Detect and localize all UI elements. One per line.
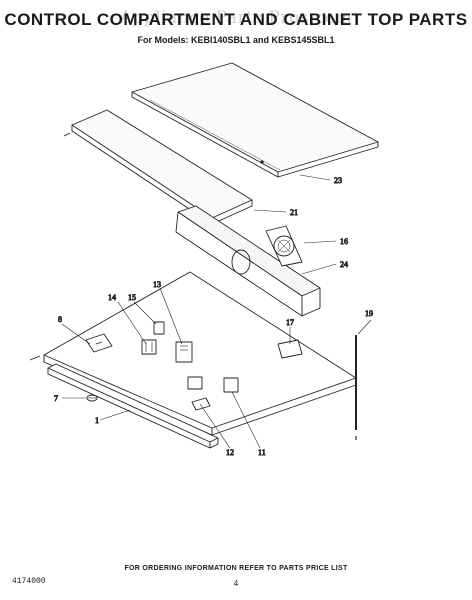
- ordering-note: FOR ORDERING INFORMATION REFER TO PARTS …: [124, 565, 348, 572]
- relay-15: [153, 321, 165, 335]
- rear-baffle-panel: [175, 205, 321, 317]
- transformer-13: [175, 341, 193, 363]
- callout-12: 12: [226, 448, 234, 457]
- callout-16: 16: [340, 237, 348, 246]
- callout-1: 1: [95, 416, 99, 425]
- callout-14: 14: [108, 293, 116, 302]
- callout-11: 11: [258, 448, 266, 457]
- screw-7: [86, 394, 98, 402]
- callout-17: 17: [286, 318, 294, 327]
- document-number: 4174000: [12, 577, 46, 586]
- switch-12: [187, 376, 211, 411]
- leader-lines: [61, 174, 372, 449]
- front-trim-strip: [47, 363, 219, 449]
- cabinet-top-panel: [131, 62, 379, 178]
- switch-11: [223, 377, 239, 393]
- model-subtitle: For Models: KEBI140SBL1 and KEBS145SBL1: [137, 35, 335, 45]
- callout-7: 7: [54, 394, 58, 403]
- callout-19: 19: [365, 309, 373, 318]
- fan-assembly: [265, 225, 303, 267]
- terminal-block-17: [277, 339, 303, 359]
- callout-21: 21: [290, 208, 298, 217]
- callout-15: 15: [128, 293, 136, 302]
- watermark: Appliance Parts Pros.com: [119, 8, 353, 28]
- page-number: 4: [233, 579, 239, 588]
- callout-8: 8: [58, 315, 62, 324]
- control-compartment-base: [29, 271, 357, 436]
- component-bracket-8: [85, 333, 113, 353]
- terminal-block-14: [141, 339, 157, 355]
- page-title: CONTROL COMPARTMENT AND CABINET TOP PART…: [4, 10, 468, 29]
- callout-13: 13: [153, 280, 161, 289]
- callout-23: 23: [334, 176, 342, 185]
- callout-24: 24: [340, 260, 348, 269]
